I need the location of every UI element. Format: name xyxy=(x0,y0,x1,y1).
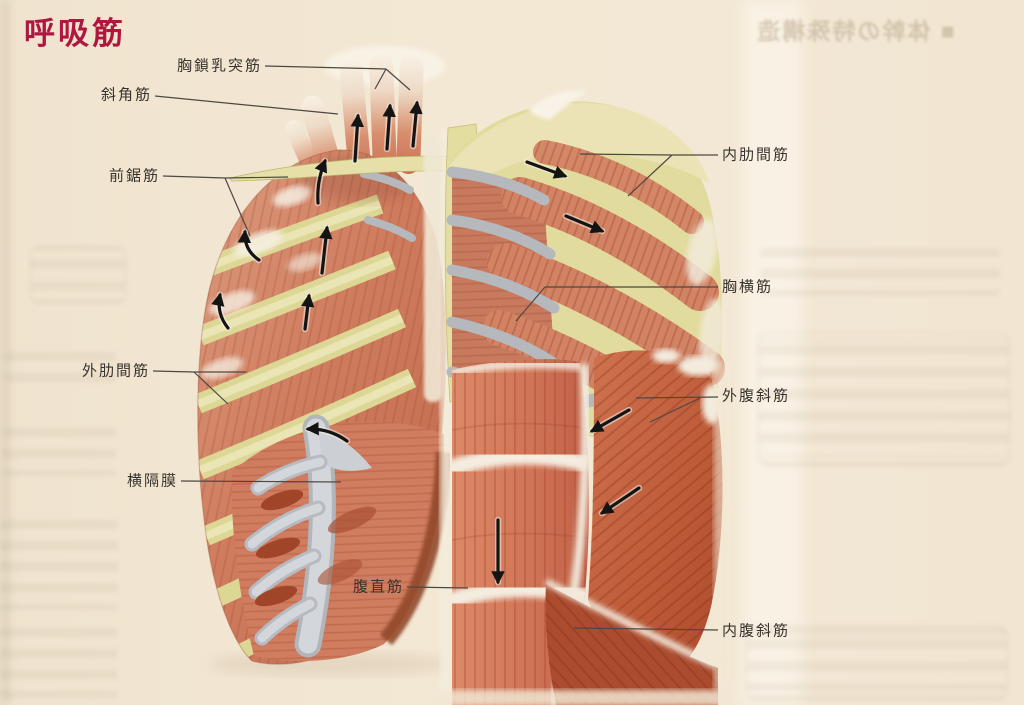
direction-arrow xyxy=(599,486,641,515)
page-edge-shade xyxy=(0,0,10,705)
arrow-halo xyxy=(409,99,421,150)
rib-stub xyxy=(364,216,416,242)
leader-line-serratus-anterior xyxy=(224,177,251,237)
external-oblique-muscle xyxy=(588,350,723,680)
left-ribcage xyxy=(197,149,446,665)
direction-arrow xyxy=(314,158,328,205)
label-external-oblique: 外腹斜筋 xyxy=(722,388,791,405)
leader-line-serratus-anterior xyxy=(162,175,226,179)
direction-arrow xyxy=(301,293,315,331)
direction-arrows xyxy=(211,99,643,586)
ghost-showthrough-box xyxy=(30,246,126,304)
direction-arrow xyxy=(382,103,396,151)
ghost-showthrough-header: ■ 体幹の特殊構造 xyxy=(755,18,955,44)
arrow-halo xyxy=(588,406,633,435)
leader-line-external-oblique xyxy=(635,396,719,399)
ghost-showthrough-text xyxy=(2,428,116,476)
direction-arrow xyxy=(305,421,349,443)
neck-muscles xyxy=(285,46,445,197)
leader-lines xyxy=(152,65,719,631)
leader-line-transversus-thoracis xyxy=(515,286,546,322)
clavicle-bone xyxy=(229,151,614,182)
arrow-halo xyxy=(562,212,606,235)
direction-arrow xyxy=(237,229,261,262)
ghost-showthrough-box xyxy=(746,626,1008,700)
sternum xyxy=(424,123,481,700)
right-ribcage xyxy=(446,90,725,454)
arrow-halo xyxy=(301,292,313,333)
ghost-showthrough-text xyxy=(0,628,118,698)
arrow-halo xyxy=(318,224,331,277)
arrow-halo xyxy=(304,425,351,445)
diaphragm-group xyxy=(231,414,452,661)
arrow-halo xyxy=(314,157,329,207)
label-diaphragm: 横隔膜 xyxy=(126,473,178,490)
direction-arrow xyxy=(319,225,333,275)
leader-line-scalenes xyxy=(154,95,339,115)
rib-stub xyxy=(360,170,414,194)
linea-semilunaris xyxy=(549,363,591,705)
direction-arrow xyxy=(525,160,568,179)
label-sternocleidomastoid: 胸鎖乳突筋 xyxy=(176,58,262,75)
leader-line-internal-intercostals xyxy=(627,154,673,197)
label-internal-oblique: 内腹斜筋 xyxy=(722,623,791,640)
ghost-showthrough-text xyxy=(0,520,118,610)
label-external-intercostals: 外肋間筋 xyxy=(81,363,150,380)
label-internal-intercostals: 内肋間筋 xyxy=(722,147,791,164)
arrow-halo xyxy=(351,112,362,165)
leader-line-external-intercostals xyxy=(152,370,195,373)
leader-line-rectus-abdominis xyxy=(406,586,469,589)
figure-shadow xyxy=(445,688,725,705)
label-serratus-anterior: 前鋸筋 xyxy=(108,168,160,185)
leader-line-sternocleidomastoid xyxy=(374,68,387,90)
leader-line-internal-intercostals xyxy=(579,153,673,156)
direction-arrow xyxy=(589,408,631,433)
left-ribcage-outline xyxy=(197,149,447,665)
direction-arrow xyxy=(564,214,605,234)
direction-arrow xyxy=(350,113,364,163)
leader-line-external-intercostals xyxy=(193,371,229,405)
leader-line-sternocleidomastoid xyxy=(264,65,387,70)
leader-line-serratus-anterior xyxy=(224,176,289,179)
rectus-abdominis-muscle xyxy=(452,359,589,705)
arrow-halo xyxy=(215,291,232,332)
arrow-halo xyxy=(523,158,569,180)
label-rectus-abdominis: 腹直筋 xyxy=(352,579,404,596)
arrow-halo xyxy=(598,484,643,517)
leader-line-external-oblique xyxy=(649,397,701,423)
arrow-halo xyxy=(241,228,263,264)
direction-arrow xyxy=(211,292,230,330)
internal-oblique-muscle xyxy=(545,584,718,705)
leader-line-internal-oblique xyxy=(573,627,719,631)
arrow-halo xyxy=(383,102,394,153)
page-title: 呼吸筋 xyxy=(24,16,126,51)
figure-shadow xyxy=(210,652,450,676)
page-sheen xyxy=(742,0,802,705)
leader-line-sternocleidomastoid xyxy=(385,68,411,91)
leader-line-diaphragm xyxy=(180,480,342,483)
ghost-showthrough-text xyxy=(760,248,1000,296)
direction-arrow xyxy=(409,100,423,148)
label-transversus-thoracis: 胸横筋 xyxy=(722,279,774,296)
ghost-showthrough-box xyxy=(758,332,1010,466)
abdomen xyxy=(430,349,732,705)
label-scalenes: 斜角筋 xyxy=(100,87,152,104)
ghost-showthrough-text xyxy=(4,352,116,382)
